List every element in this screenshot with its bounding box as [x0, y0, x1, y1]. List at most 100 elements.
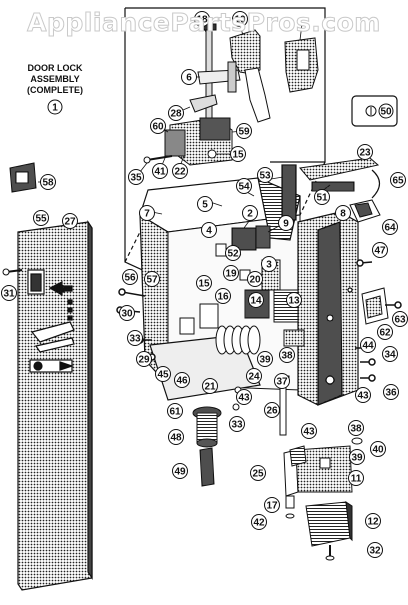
callout-circle [357, 144, 373, 160]
callout-circle [119, 305, 135, 321]
panel-arrow-number: 2 [59, 284, 64, 294]
callout-circle [139, 205, 155, 221]
assembly-label-line-2: ASSEMBLY [30, 74, 79, 84]
callout-circle [230, 146, 246, 162]
callout-39b: 39 [349, 449, 365, 465]
callout-31: 31 [1, 285, 17, 301]
callout-circle [168, 429, 184, 445]
right-rail [297, 211, 359, 406]
callout-number: 23 [359, 148, 371, 159]
callout-42: 42 [251, 514, 267, 530]
assembly-ref: 1 [52, 103, 58, 114]
assembly-label-line-1: DOOR LOCK [28, 63, 83, 73]
callout-41: 41 [152, 163, 168, 179]
callout-circle [202, 378, 218, 394]
callout-circle [349, 449, 365, 465]
callout-number: 11 [351, 474, 362, 485]
callout-21: 21 [202, 378, 218, 394]
callout-number: 10 [234, 15, 246, 26]
callout-2: 2 [242, 205, 258, 221]
callout-10: 10 [232, 11, 248, 27]
callout-number: 12 [367, 517, 379, 528]
callout-number: 56 [124, 273, 136, 284]
part-64 [349, 199, 381, 223]
callout-number: 30 [121, 309, 133, 320]
callout-circle [236, 389, 252, 405]
callout-circle [314, 189, 330, 205]
callout-circle [274, 373, 290, 389]
callout-14: 14 [248, 292, 264, 308]
callout-circle [360, 337, 376, 353]
callout-number: 48 [170, 433, 182, 444]
callout-circle [136, 351, 152, 367]
callout-11: 11 [348, 470, 364, 486]
callout-circle [128, 169, 144, 185]
callout-43a: 43 [236, 389, 252, 405]
callout-33a: 33 [127, 330, 143, 346]
callout-27: 27 [62, 213, 78, 229]
callout-circle [367, 542, 383, 558]
callout-53: 53 [257, 167, 273, 183]
callout-number: 19 [225, 269, 237, 280]
callout-number: 25 [252, 469, 264, 480]
callout-circle [372, 242, 388, 258]
callout-64: 64 [382, 219, 398, 235]
part-49 [199, 447, 215, 487]
callout-57: 57 [144, 271, 160, 287]
callout-number: 4 [206, 226, 212, 237]
callout-number: 39 [259, 355, 271, 366]
callout-22: 22 [172, 163, 188, 179]
callout-circle [181, 69, 197, 85]
callout-number: 37 [276, 377, 288, 388]
callout-circle [62, 213, 78, 229]
callout-circle [261, 256, 277, 272]
callout-circle [257, 351, 273, 367]
callout-circle [251, 514, 267, 530]
inset-parts [143, 23, 319, 166]
callout-number: 29 [138, 355, 150, 366]
callout-49: 49 [172, 463, 188, 479]
callout-circle [279, 347, 295, 363]
callout-circle [167, 403, 183, 419]
part-17 [285, 495, 295, 519]
callout-15a: 15 [230, 146, 246, 162]
callout-number: 53 [259, 171, 271, 182]
callout-circle [196, 275, 212, 291]
callout-54: 54 [236, 178, 252, 194]
callout-17: 17 [264, 497, 280, 513]
callout-number: 8 [340, 209, 346, 220]
callout-circle [250, 465, 266, 481]
callout-number: 65 [392, 176, 404, 187]
part-48 [192, 406, 222, 448]
callout-number: 55 [35, 214, 47, 225]
callout-circle [127, 330, 143, 346]
callout-number: 24 [248, 372, 260, 383]
callout-number: 16 [217, 292, 229, 303]
callout-circle [225, 245, 241, 261]
callout-25: 25 [250, 465, 266, 481]
callout-24: 24 [246, 368, 262, 384]
callout-47: 47 [372, 242, 388, 258]
callout-number: 20 [249, 275, 261, 286]
callout-circle [33, 210, 49, 226]
callout-number: 15 [198, 279, 210, 290]
callout-number: 26 [266, 406, 278, 417]
part-23 [299, 157, 380, 192]
callout-15b: 15 [196, 275, 212, 291]
callout-circle [172, 463, 188, 479]
callout-number: 3 [266, 260, 272, 271]
callout-number: 21 [204, 382, 216, 393]
callout-16: 16 [215, 288, 231, 304]
callout-9: 9 [278, 215, 294, 231]
callout-7: 7 [139, 205, 155, 221]
callout-number: 7 [144, 209, 150, 220]
callout-circle [155, 366, 171, 382]
callout-33b: 33 [229, 416, 245, 432]
callout-56: 56 [122, 269, 138, 285]
callout-43b: 43 [355, 387, 371, 403]
callout-48: 48 [168, 429, 184, 445]
callout-20: 20 [247, 271, 263, 287]
